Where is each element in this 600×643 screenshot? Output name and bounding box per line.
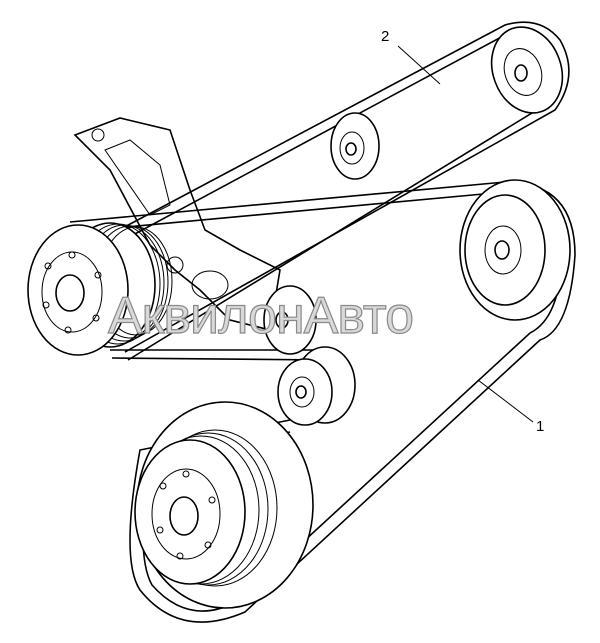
bracket-bolt-hole: [91, 128, 105, 142]
idler-pulley-upper: [330, 112, 380, 180]
pulley-right: [459, 179, 571, 321]
idler-pulley-top: [490, 26, 564, 114]
callout-1-label: 1: [536, 418, 545, 435]
idler-pulley-lower: [277, 346, 356, 426]
callout-2-label: 2: [381, 28, 390, 45]
callout-2-leader: [397, 45, 441, 85]
bracket-detail: [104, 139, 171, 216]
watermark: АквилонАвто: [107, 286, 414, 345]
bracket-boss: [191, 270, 229, 300]
callout-1-leader: [477, 379, 534, 423]
crankshaft-pulley: [134, 401, 314, 609]
tensioner-pulley: [263, 285, 317, 355]
bracket-bolt-hole: [166, 256, 184, 274]
pulley-left: [27, 222, 173, 356]
